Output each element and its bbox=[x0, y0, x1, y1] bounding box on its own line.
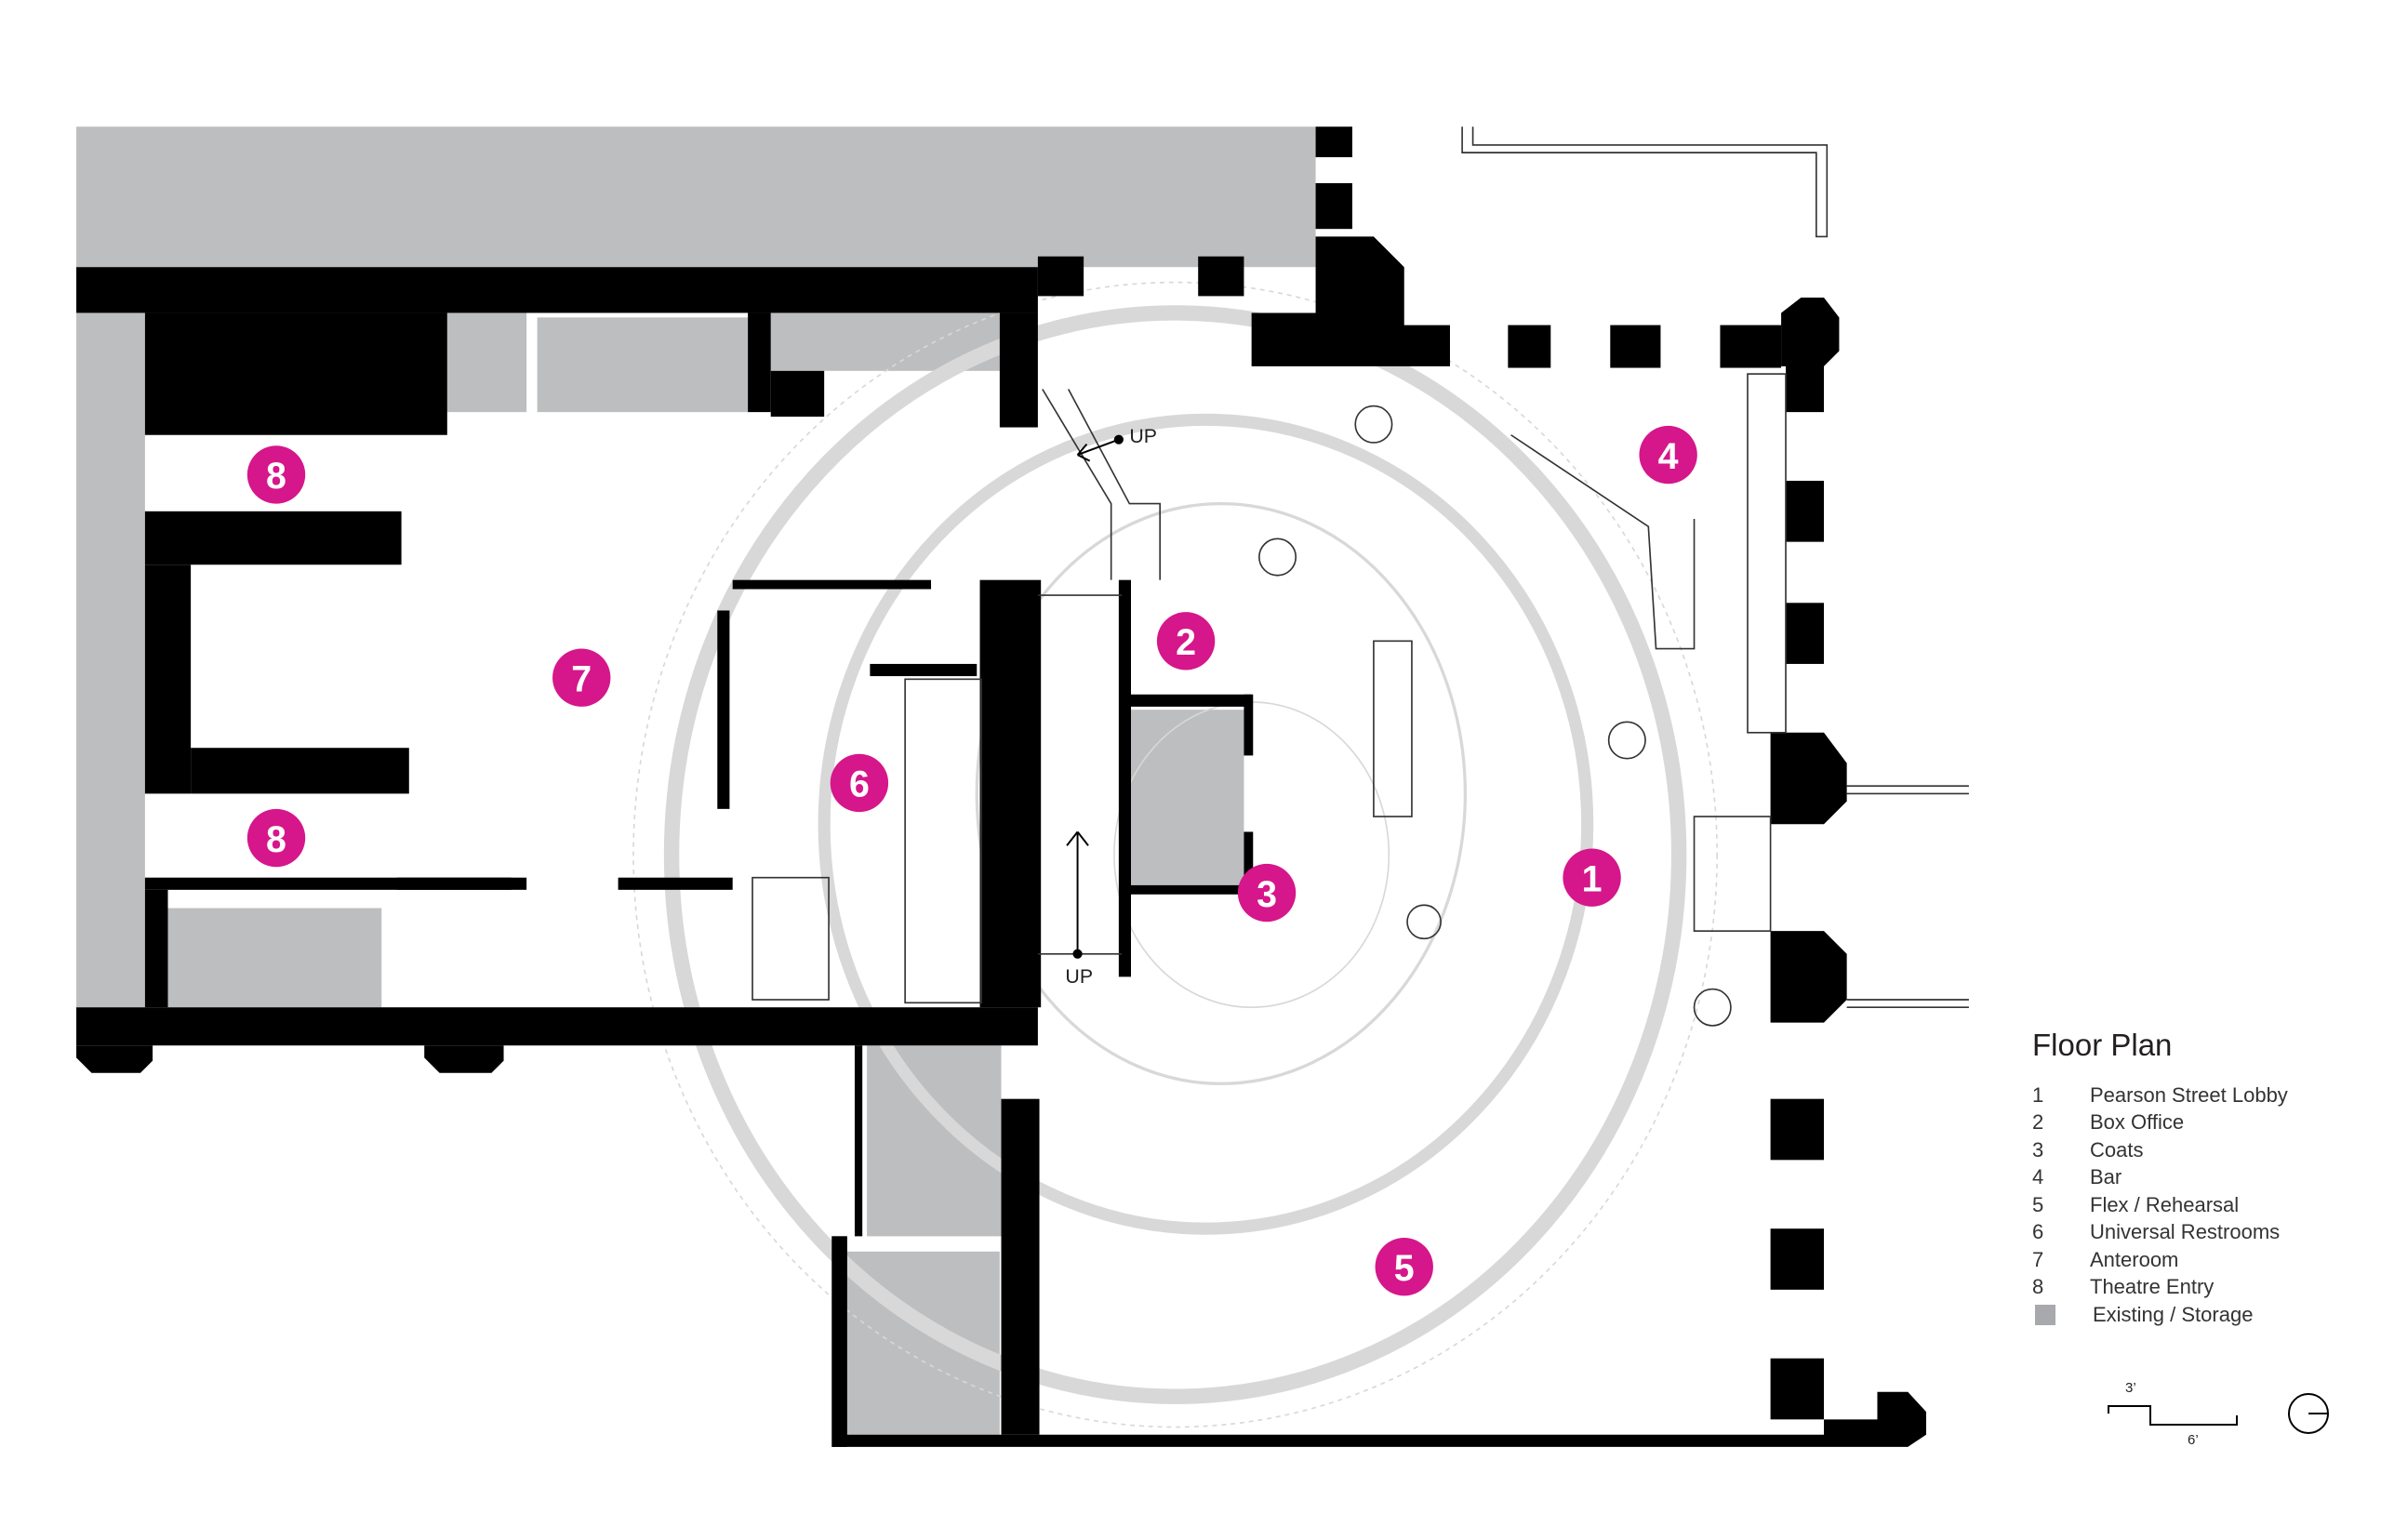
room-marker-3: 3 bbox=[1237, 863, 1297, 923]
legend-label: Anteroom bbox=[2090, 1247, 2179, 1271]
legend-label: Coats bbox=[2090, 1137, 2144, 1162]
legend-item: 3 Coats bbox=[2032, 1136, 2288, 1164]
room-marker-7: 7 bbox=[552, 648, 611, 707]
room-marker-2: 2 bbox=[1156, 612, 1216, 670]
legend-number: 8 bbox=[2032, 1275, 2044, 1299]
legend-item: 6 Universal Restrooms bbox=[2032, 1219, 2288, 1247]
legend-label: Flex / Rehearsal bbox=[2090, 1192, 2240, 1216]
legend-number: 6 bbox=[2032, 1220, 2044, 1244]
legend-item: 8 Theatre Entry bbox=[2032, 1274, 2288, 1302]
scale-bar-and-north: 3’ 6’ bbox=[2104, 1380, 2336, 1465]
floor-rings bbox=[632, 281, 1718, 1428]
svg-text:2: 2 bbox=[1176, 622, 1196, 663]
svg-text:7: 7 bbox=[571, 658, 592, 699]
scale-label-small: 3’ bbox=[2125, 1380, 2136, 1396]
svg-text:8: 8 bbox=[266, 456, 286, 497]
legend: Floor Plan 1 Pearson Street Lobby 2 Box Of… bbox=[2032, 1028, 2288, 1329]
stair-up-arrows bbox=[1066, 434, 1124, 959]
legend-number: 3 bbox=[2032, 1137, 2044, 1162]
legend-number: 5 bbox=[2032, 1192, 2044, 1216]
legend-number: 4 bbox=[2032, 1165, 2044, 1189]
room-marker-1: 1 bbox=[1563, 848, 1621, 907]
room-marker-4: 4 bbox=[1639, 425, 1697, 485]
svg-text:8: 8 bbox=[266, 819, 286, 860]
legend-number: 7 bbox=[2032, 1247, 2044, 1271]
legend-item: 2 Box Office bbox=[2032, 1109, 2288, 1137]
legend-label: Theatre Entry bbox=[2090, 1275, 2215, 1299]
legend-number: 2 bbox=[2032, 1110, 2044, 1135]
room-marker-8: 8 bbox=[246, 445, 306, 504]
svg-text:1: 1 bbox=[1582, 858, 1603, 899]
svg-text:6: 6 bbox=[849, 764, 870, 805]
legend-item: 7 Anteroom bbox=[2032, 1246, 2288, 1274]
stair-up-label: UP bbox=[1065, 965, 1093, 988]
legend-label: Universal Restrooms bbox=[2090, 1220, 2281, 1244]
svg-text:4: 4 bbox=[1658, 436, 1679, 477]
scale-bar-icon bbox=[2108, 1393, 2329, 1434]
legend-number: 1 bbox=[2032, 1082, 2044, 1107]
room-marker-6: 6 bbox=[830, 753, 889, 813]
scale-label-large: 6’ bbox=[2188, 1432, 2199, 1448]
svg-text:5: 5 bbox=[1394, 1248, 1415, 1289]
legend-title: Floor Plan bbox=[2032, 1028, 2173, 1062]
stair-up-label: UP bbox=[1129, 425, 1157, 447]
legend-item: 5 Flex / Rehearsal bbox=[2032, 1191, 2288, 1219]
legend-item-existing: Existing / Storage bbox=[2032, 1301, 2288, 1329]
legend-item: 4 Bar bbox=[2032, 1164, 2288, 1192]
walls bbox=[76, 126, 1926, 1447]
legend-label: Pearson Street Lobby bbox=[2090, 1082, 2288, 1107]
legend-label: Bar bbox=[2090, 1165, 2122, 1189]
existing-swatch bbox=[2035, 1304, 2055, 1325]
svg-text:3: 3 bbox=[1257, 874, 1277, 915]
room-markers: 1 2 3 4 5 6 7 8 8 bbox=[246, 425, 1697, 1296]
existing-storage-areas bbox=[76, 126, 1316, 1435]
legend-item: 1 Pearson Street Lobby bbox=[2032, 1082, 2288, 1109]
room-marker-8: 8 bbox=[246, 808, 306, 868]
legend-label: Existing / Storage bbox=[2093, 1302, 2254, 1326]
fixtures bbox=[752, 126, 1969, 1027]
legend-label: Box Office bbox=[2090, 1110, 2185, 1135]
room-marker-5: 5 bbox=[1375, 1238, 1433, 1296]
